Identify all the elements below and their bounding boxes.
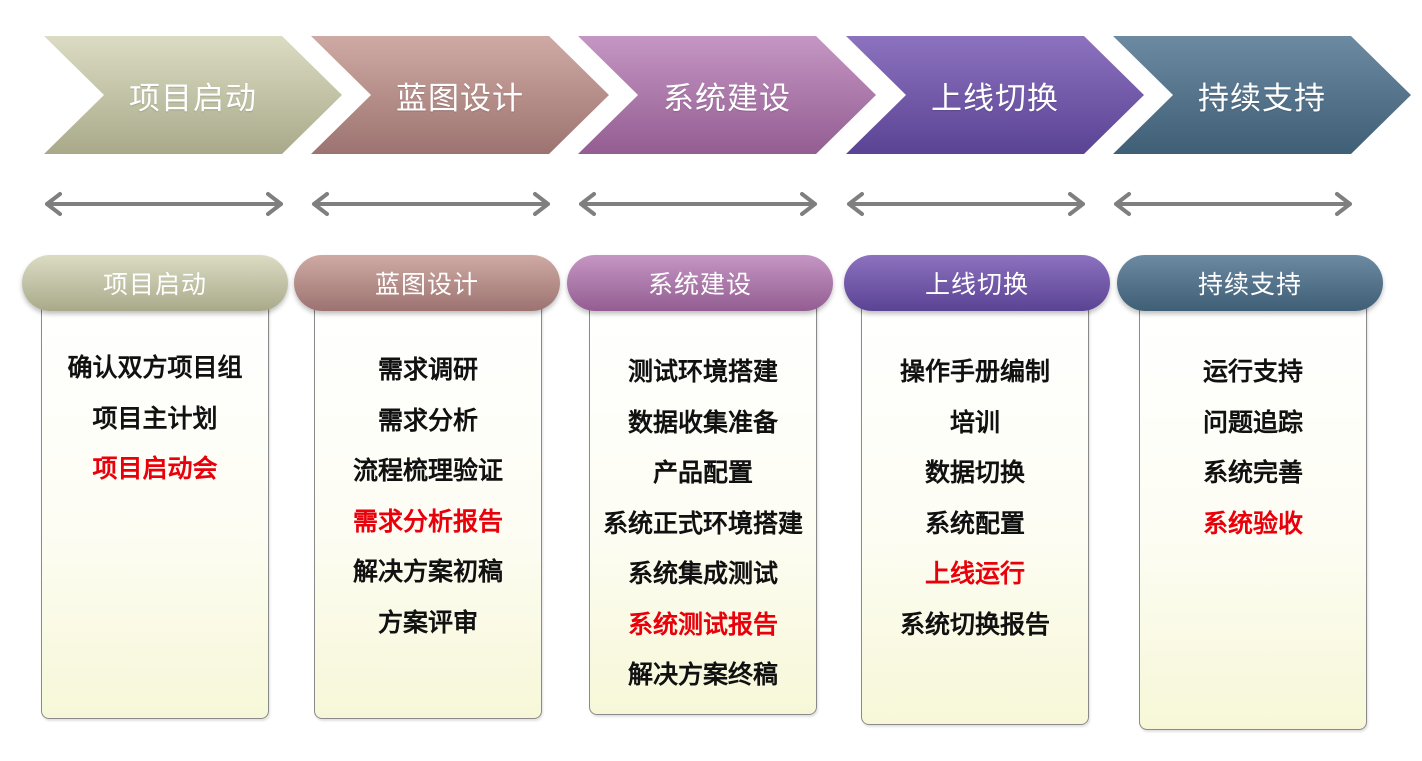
double-arrow-icon <box>1112 190 1354 218</box>
task-item: 需求调研 <box>377 355 478 384</box>
task-item: 运行支持 <box>1202 357 1303 386</box>
task-item: 解决方案初稿 <box>352 557 503 586</box>
task-item: 需求分析 <box>377 405 478 435</box>
phase-label: 上线切换 <box>931 80 1059 117</box>
task-item: 解决方案终稿 <box>627 660 778 689</box>
phase-label: 系统建设 <box>663 80 791 117</box>
task-item: 项目启动会 <box>92 454 218 483</box>
task-list: 确认双方项目组 项目主计划 项目启动会 <box>42 343 268 495</box>
phase-chevron-3: 系统建设 <box>578 36 876 154</box>
chevron-shape <box>44 36 342 154</box>
phase-header: 项目启动 <box>22 255 288 311</box>
task-item: 问题追踪 <box>1202 407 1303 437</box>
chevron-shape <box>578 36 876 154</box>
task-item: 产品配置 <box>652 458 753 487</box>
task-item: 系统测试报告 <box>627 609 778 639</box>
phase-chevron-4: 上线切换 <box>846 36 1144 154</box>
task-box: 需求调研 需求分析 流程梳理验证 需求分析报告 解决方案初稿 方案评审 <box>314 295 542 719</box>
task-item: 系统切换报告 <box>899 609 1050 639</box>
task-list: 测试环境搭建 数据收集准备 产品配置 系统正式环境搭建 系统集成测试 系统测试报… <box>590 347 816 701</box>
double-arrow-icon <box>577 190 819 218</box>
chevron-shape <box>1113 36 1411 154</box>
task-item: 系统验收 <box>1202 508 1303 538</box>
task-item: 数据收集准备 <box>627 407 778 437</box>
task-list: 需求调研 需求分析 流程梳理验证 需求分析报告 解决方案初稿 方案评审 <box>315 345 541 648</box>
task-box: 确认双方项目组 项目主计划 项目启动会 <box>41 295 269 719</box>
task-box: 运行支持 问题追踪 系统完善 系统验收 <box>1139 295 1367 730</box>
task-item: 方案评审 <box>377 607 478 637</box>
task-item: 确认双方项目组 <box>67 353 243 382</box>
task-item: 系统正式环境搭建 <box>602 508 803 538</box>
task-box: 测试环境搭建 数据收集准备 产品配置 系统正式环境搭建 系统集成测试 系统测试报… <box>589 295 817 715</box>
phase-label: 蓝图设计 <box>396 80 524 117</box>
task-list: 运行支持 问题追踪 系统完善 系统验收 <box>1140 347 1366 549</box>
phase-header: 蓝图设计 <box>294 255 560 311</box>
phase-chevron-1: 项目启动 <box>44 36 342 154</box>
task-item: 操作手册编制 <box>899 357 1050 386</box>
chevron-shape <box>846 36 1144 154</box>
task-item: 系统完善 <box>1202 458 1303 487</box>
phase-chevron-2: 蓝图设计 <box>311 36 609 154</box>
task-item: 上线运行 <box>924 559 1025 588</box>
chevron-shape <box>311 36 609 154</box>
task-item: 流程梳理验证 <box>352 456 503 485</box>
phase-label: 项目启动 <box>129 80 257 117</box>
task-item: 数据切换 <box>924 458 1025 487</box>
phase-header: 上线切换 <box>844 255 1110 311</box>
task-item: 测试环境搭建 <box>627 357 778 386</box>
phase-header: 持续支持 <box>1117 255 1383 311</box>
double-arrow-icon <box>845 190 1087 218</box>
double-arrow-icon <box>43 190 285 218</box>
double-arrow-icon <box>310 190 552 218</box>
task-item: 系统配置 <box>924 508 1025 538</box>
task-item: 培训 <box>949 407 1000 437</box>
task-list: 操作手册编制 培训 数据切换 系统配置 上线运行 系统切换报告 <box>862 347 1088 650</box>
phase-chevron-5: 持续支持 <box>1113 36 1411 154</box>
task-item: 系统集成测试 <box>627 559 778 588</box>
task-item: 项目主计划 <box>92 403 218 433</box>
phase-label: 持续支持 <box>1198 80 1326 117</box>
task-item: 需求分析报告 <box>352 506 503 536</box>
phase-header: 系统建设 <box>567 255 833 311</box>
task-box: 操作手册编制 培训 数据切换 系统配置 上线运行 系统切换报告 <box>861 295 1089 725</box>
